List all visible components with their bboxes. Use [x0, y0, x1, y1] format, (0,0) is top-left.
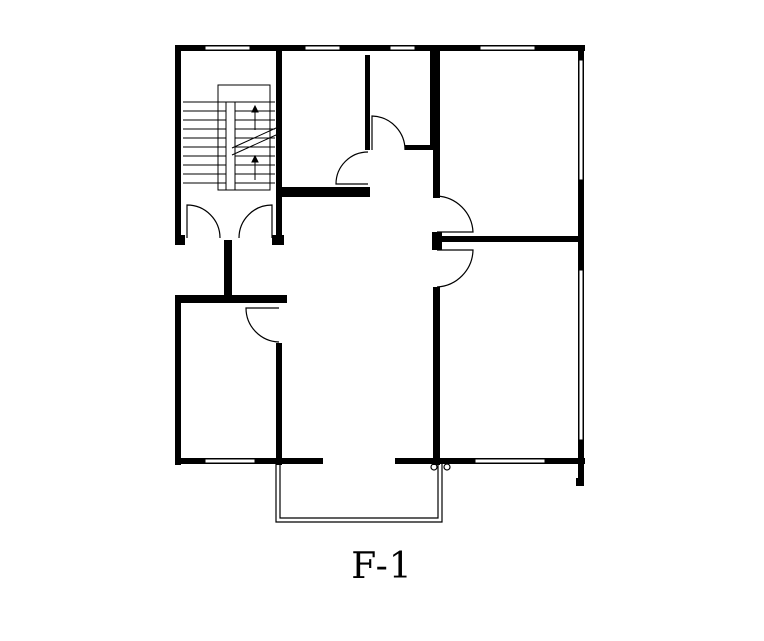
plan-caption: F-1	[351, 546, 413, 587]
balcony	[275, 463, 451, 523]
stair	[183, 84, 277, 191]
windows	[204, 45, 584, 464]
doors	[186, 115, 474, 343]
